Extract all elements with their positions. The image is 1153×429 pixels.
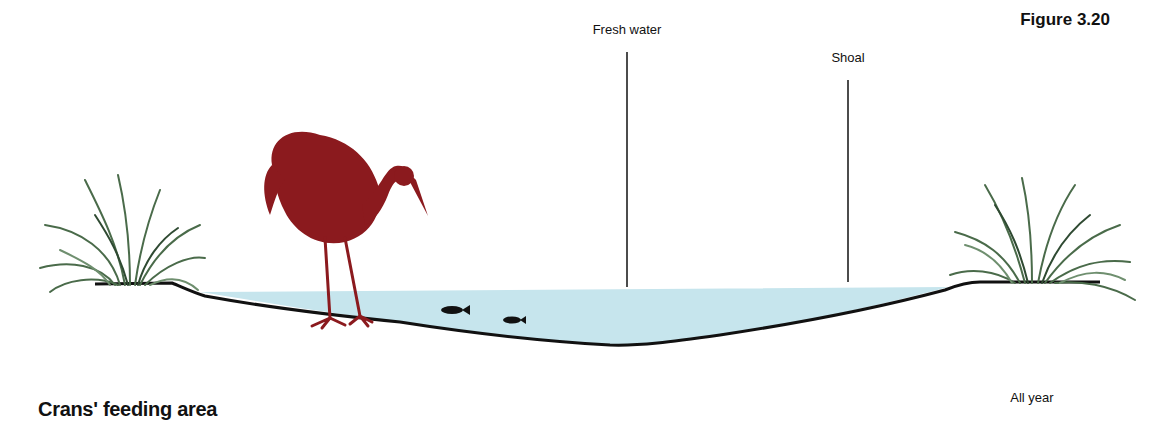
leader-line bbox=[626, 52, 628, 287]
water-label: Fresh water bbox=[593, 22, 662, 37]
fish bbox=[441, 305, 526, 324]
ground-line bbox=[95, 282, 1100, 345]
crane-silhouette bbox=[264, 132, 428, 243]
leader-line bbox=[847, 80, 849, 282]
season-label: All year bbox=[1010, 390, 1053, 405]
grass-tuft bbox=[40, 175, 205, 292]
shoal-label: Shoal bbox=[831, 50, 864, 65]
figure-number: Figure 3.20 bbox=[1020, 10, 1110, 30]
diagram-title: Crans' feeding area bbox=[38, 398, 217, 421]
crane-legs bbox=[312, 238, 372, 328]
grass-tuft bbox=[950, 178, 1135, 300]
